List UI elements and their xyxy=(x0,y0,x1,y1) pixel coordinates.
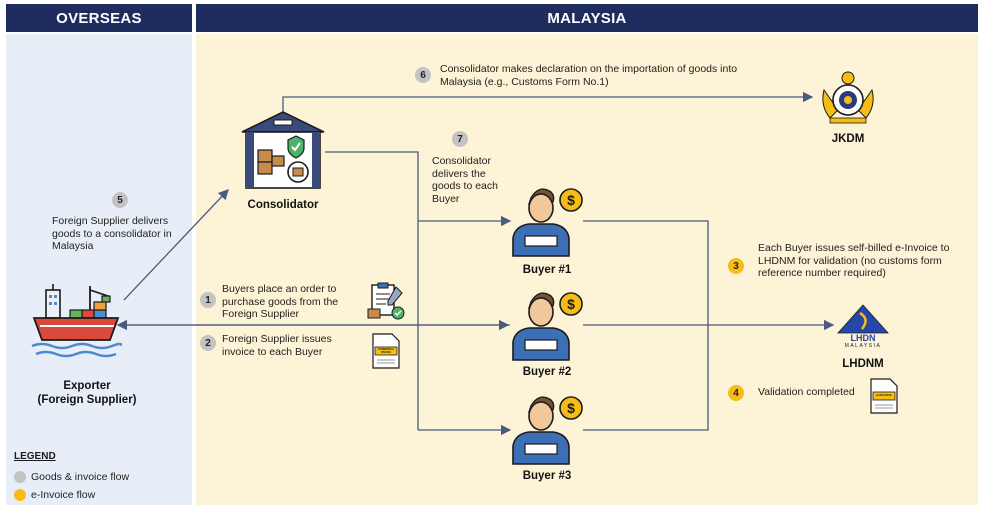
commercial-invoice-text: COMMERCIAL INVOICE xyxy=(377,348,395,354)
step-5-badge: 5 xyxy=(112,192,128,208)
consolidator-label: Consolidator xyxy=(247,199,319,211)
lhdn-logo-text: LHDN xyxy=(850,333,876,343)
malaysia-header: MALAYSIA xyxy=(196,4,978,32)
exporter-label: Exporter (Foreign Supplier) xyxy=(37,380,137,406)
ship-icon xyxy=(30,282,122,362)
e-invoice-icon: E-INVOICE xyxy=(870,378,898,414)
buyer-2-icon: $ xyxy=(511,286,583,362)
svg-text:$: $ xyxy=(567,400,575,416)
step-2-badge: 2 xyxy=(200,335,216,351)
legend-title: LEGEND xyxy=(14,451,56,462)
step-5-text: Foreign Supplier delivers goods to a con… xyxy=(52,215,172,252)
step-7-text: Consolidator delivers the goods to each … xyxy=(432,155,498,205)
buyer-1-label: Buyer #1 xyxy=(522,264,572,276)
legend-einvoice-label: e-Invoice flow xyxy=(31,489,96,501)
arrow-consolidator-to-jkdm xyxy=(282,91,814,113)
e-invoice-text: E-INVOICE xyxy=(876,393,892,397)
jkdm-label: JKDM xyxy=(831,133,865,145)
lhdnm-label: LHDNM xyxy=(842,358,884,370)
legend-goods-label: Goods & invoice flow xyxy=(31,471,130,483)
purchase-order-icon xyxy=(366,281,406,321)
line-consolidator-buyers xyxy=(325,151,419,430)
step-1-badge: 1 xyxy=(200,292,216,308)
step-3-badge: 3 xyxy=(728,258,744,274)
buyer-2-label: Buyer #2 xyxy=(522,366,572,378)
commercial-invoice-icon: COMMERCIAL INVOICE xyxy=(372,333,400,369)
legend-einvoice-swatch xyxy=(14,489,26,501)
buyer-3-icon: $ xyxy=(511,390,583,466)
buyer-3-label: Buyer #3 xyxy=(522,470,572,482)
buyer-1-icon: $ xyxy=(511,182,583,258)
jkdm-crest-icon xyxy=(818,70,878,124)
legend-goods-swatch xyxy=(14,471,26,483)
step-3-text: Each Buyer issues self-billed e-Invoice … xyxy=(758,242,950,279)
svg-text:$: $ xyxy=(567,192,575,208)
arrow-exporter-to-consolidator xyxy=(123,189,229,301)
step-2-text: Foreign Supplier issues invoice to each … xyxy=(222,333,332,358)
step-6-badge: 6 xyxy=(415,67,431,83)
step-1-text: Buyers place an order to purchase goods … xyxy=(222,283,339,320)
overseas-panel xyxy=(6,34,192,505)
lhdn-logo: LHDN MALAYSIA xyxy=(836,303,890,349)
step-4-text: Validation completed xyxy=(758,386,855,398)
svg-text:$: $ xyxy=(567,296,575,312)
warehouse-icon xyxy=(240,110,326,192)
overseas-header: OVERSEAS xyxy=(6,4,192,32)
step-6-text: Consolidator makes declaration on the im… xyxy=(440,63,738,88)
lhdn-logo-subtext: MALAYSIA xyxy=(844,343,882,349)
step-7-badge: 7 xyxy=(452,131,468,147)
step-4-badge: 4 xyxy=(728,385,744,401)
